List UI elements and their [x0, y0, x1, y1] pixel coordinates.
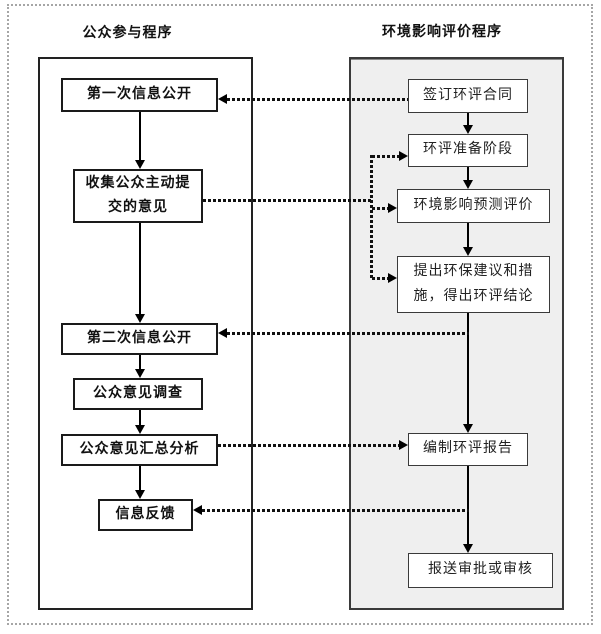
dotted-arrowhead-to-suggestions — [388, 273, 397, 283]
arrow-line-l1-l2 — [139, 112, 141, 161]
box-sign-eia-contract: 签订环评合同 — [408, 79, 528, 113]
dotted-line-opinions-to-branch — [203, 199, 372, 202]
dotted-branch-trunk — [370, 155, 373, 279]
dotted-arrowhead-to-preparation — [399, 151, 408, 161]
dotted-line-to-second-disclosure — [227, 332, 469, 335]
page-border — [7, 4, 593, 625]
dotted-arrowhead-to-second-disclosure — [218, 328, 227, 338]
arrow-line-l3-l4 — [139, 355, 141, 370]
box-eia-preparation-stage: 环评准备阶段 — [408, 134, 528, 167]
right-column-title: 环境影响评价程序 — [382, 25, 502, 40]
arrow-line-r3-r4 — [467, 223, 469, 248]
arrowhead-l3-l4 — [135, 369, 145, 378]
dotted-line-summary-to-report — [218, 444, 399, 447]
arrow-line-r5-r6 — [467, 466, 469, 545]
arrow-line-l4-l5 — [139, 410, 141, 426]
box-compile-eia-report: 编制环评报告 — [408, 433, 528, 466]
dotted-line-branch-to-prediction — [372, 207, 388, 210]
arrow-line-r1-r2 — [467, 113, 469, 126]
arrowhead-l5-l6 — [135, 490, 145, 499]
arrow-line-r2-r3 — [467, 167, 469, 181]
dotted-arrowhead-to-report — [399, 440, 408, 450]
arrowhead-r2-r3 — [463, 180, 473, 189]
dotted-arrowhead-to-prediction — [388, 203, 397, 213]
box-information-feedback: 信息反馈 — [98, 499, 193, 531]
arrowhead-r5-r6 — [463, 544, 473, 553]
box-submit-for-approval: 报送审批或审核 — [408, 553, 553, 588]
arrow-line-l5-l6 — [139, 466, 141, 491]
box-public-opinion-survey: 公众意见调查 — [73, 378, 203, 410]
dotted-arrowhead-to-feedback — [193, 505, 202, 515]
dotted-arrowhead-to-first-disclosure — [218, 94, 227, 104]
dotted-line-contract-to-first-disclosure — [227, 98, 408, 101]
arrowhead-l1-l2 — [135, 160, 145, 169]
arrowhead-r1-r2 — [463, 125, 473, 134]
arrowhead-l4-l5 — [135, 425, 145, 434]
arrowhead-r3-r4 — [463, 247, 473, 256]
left-column-title: 公众参与程序 — [82, 26, 173, 41]
box-collect-public-opinions: 收集公众主动提交的意见 — [73, 169, 203, 223]
dotted-line-to-feedback — [202, 509, 469, 512]
arrow-line-r4-r5 — [467, 313, 469, 425]
box-first-info-disclosure: 第一次信息公开 — [61, 78, 218, 112]
box-impact-prediction-evaluation: 环境影响预测评价 — [397, 189, 550, 223]
box-second-info-disclosure: 第二次信息公开 — [61, 323, 218, 355]
arrow-line-l2-l3 — [139, 223, 141, 315]
arrowhead-r4-r5 — [463, 424, 473, 433]
arrowhead-l2-l3 — [135, 314, 145, 323]
box-protection-suggestions-conclusion: 提出环保建议和措施，得出环评结论 — [397, 256, 550, 313]
dotted-line-branch-to-suggestions — [372, 277, 388, 280]
dotted-line-branch-to-preparation — [372, 155, 399, 158]
box-opinion-summary-analysis: 公众意见汇总分析 — [61, 434, 218, 466]
